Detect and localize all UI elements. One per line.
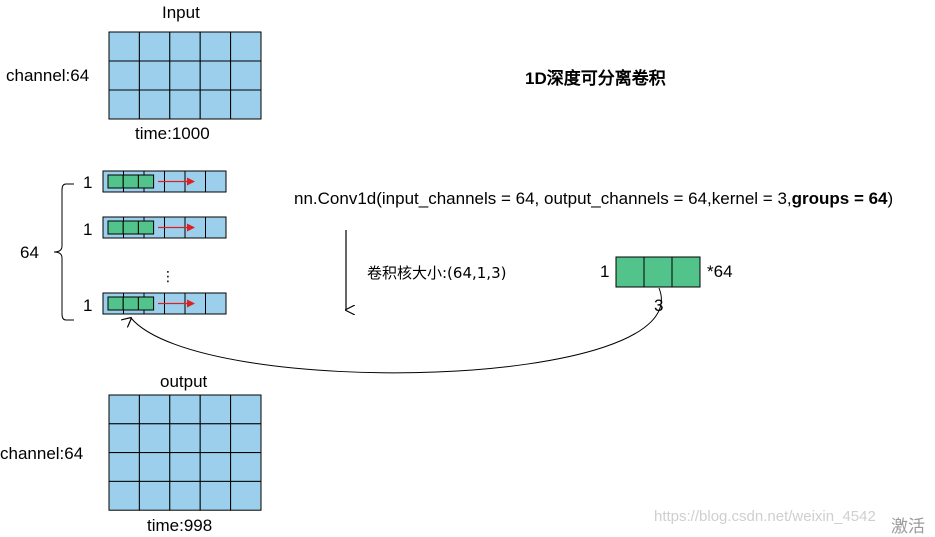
output-grid-cell	[169, 394, 201, 425]
output-grid-cell	[138, 423, 171, 454]
output-grid-cell	[108, 423, 140, 454]
channel-row-cell	[205, 170, 227, 193]
kernel-window-cell	[107, 220, 124, 235]
kernel-window-cell	[137, 296, 155, 311]
kernel-cell	[643, 256, 673, 288]
channel-row-label: 1	[83, 173, 93, 192]
input-grid-cell	[138, 31, 171, 62]
output-channel-label: channel:64	[0, 444, 84, 463]
output-grid-cell	[138, 452, 171, 482]
kernel-window-cell	[107, 174, 124, 189]
output-grid-cell	[230, 452, 262, 482]
output-time-label: time:998	[147, 516, 213, 535]
input-grid-cell	[169, 31, 201, 62]
input-time-label: time:1000	[135, 124, 210, 143]
watermark-overlay: 激活	[891, 517, 925, 536]
output-title: output	[160, 372, 208, 391]
channel-row	[102, 170, 227, 193]
kernel-window-cell	[107, 296, 124, 311]
input-grid-cell	[230, 31, 262, 62]
channel-row-cell	[205, 292, 227, 315]
output-grid-cell	[230, 423, 262, 454]
output-grid	[108, 394, 262, 511]
output-grid-cell	[169, 480, 201, 511]
input-grid-cell	[108, 89, 140, 120]
input-channel-label: channel:64	[6, 66, 90, 85]
conv1d-code-line: nn.Conv1d(input_channels = 64, output_ch…	[294, 189, 893, 209]
channel-count-label: 64	[20, 243, 39, 262]
output-grid-cell	[138, 394, 171, 425]
input-grid	[108, 31, 262, 120]
output-grid-cell	[230, 480, 262, 511]
kernel-window-cell	[122, 174, 139, 189]
input-grid-cell	[169, 60, 201, 91]
input-grid-cell	[138, 89, 171, 120]
kernel-bottom-label: 3	[654, 296, 664, 315]
output-grid-cell	[108, 452, 140, 482]
input-grid-cell	[199, 31, 232, 62]
kernel-window-cell	[122, 296, 139, 311]
channel-ellipsis: ⋮	[161, 268, 175, 284]
output-grid-cell	[169, 423, 201, 454]
input-grid-cell	[230, 89, 262, 120]
channel-row-label: 1	[83, 220, 93, 239]
code-groups: groups = 64	[791, 189, 888, 208]
kernel-connector-curve	[131, 287, 662, 374]
kernel-window-cell	[122, 220, 139, 235]
output-grid-cell	[138, 480, 171, 511]
channel-rows	[102, 170, 227, 315]
kernel-window-cell	[137, 220, 155, 235]
kernel-right-label: *64	[707, 262, 733, 281]
channel-row-cell	[205, 216, 227, 239]
channel-row-label: 1	[83, 296, 93, 315]
output-grid-cell	[199, 394, 232, 425]
output-grid-cell	[199, 452, 232, 482]
output-grid-cell	[230, 394, 262, 425]
kernel-cell	[615, 256, 645, 288]
output-grid-cell	[199, 423, 232, 454]
kernel-size-text: 卷积核大小:(64,1,3)	[367, 264, 507, 282]
input-grid-cell	[108, 31, 140, 62]
output-grid-cell	[199, 480, 232, 511]
input-grid-cell	[108, 60, 140, 91]
input-grid-cell	[199, 60, 232, 91]
input-grid-cell	[199, 89, 232, 120]
input-grid-cell	[169, 89, 201, 120]
input-grid-cell	[138, 60, 171, 91]
kernel-cell	[671, 256, 701, 288]
output-grid-cell	[108, 480, 140, 511]
input-grid-cell	[230, 60, 262, 91]
channel-row	[102, 292, 227, 315]
kernel-block	[615, 256, 701, 288]
output-grid-cell	[108, 394, 140, 425]
output-grid-cell	[169, 452, 201, 482]
channel-row	[102, 216, 227, 239]
kernel-window-cell	[137, 174, 155, 189]
kernel-left-label: 1	[600, 262, 610, 281]
code-prefix: nn.Conv1d(input_channels = 64, output_ch…	[294, 189, 792, 208]
code-suffix: )	[887, 189, 894, 208]
diagram-heading: 1D深度可分离卷积	[525, 69, 666, 88]
channel-brace	[53, 183, 74, 321]
watermark-url: https://blog.csdn.net/weixin_4542	[654, 508, 876, 525]
input-title: Input	[162, 3, 200, 22]
